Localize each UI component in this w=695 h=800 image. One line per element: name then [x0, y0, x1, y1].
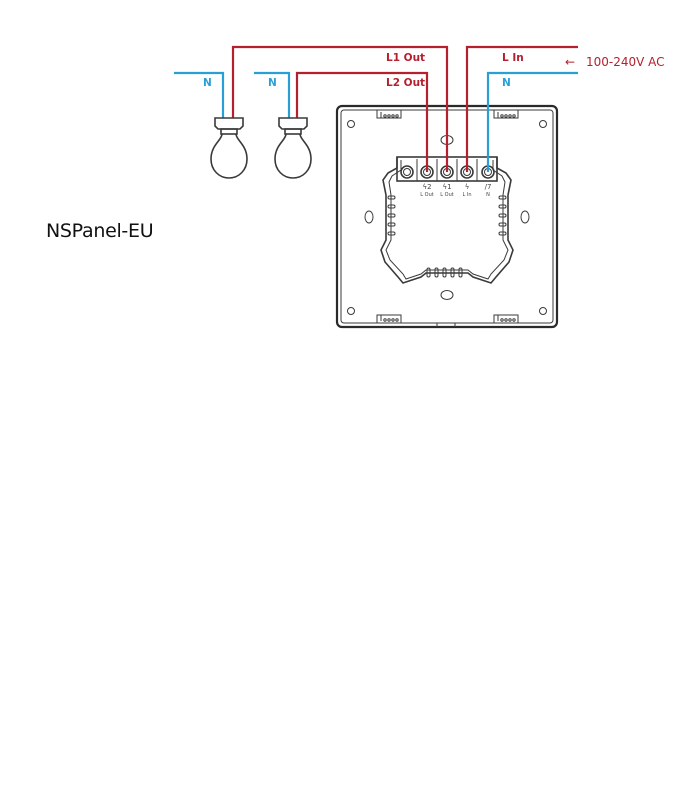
terminal-symbol: /7	[485, 183, 492, 191]
light-bulb-icon	[274, 117, 312, 179]
mounting-clip	[493, 314, 519, 324]
wire-l-in	[465, 45, 578, 172]
light-bulb-icon	[210, 117, 248, 179]
arrow-left-icon: ←	[565, 55, 575, 69]
screw-hole-icon	[539, 120, 547, 128]
wire-n-bulb1	[174, 71, 225, 118]
label-n-bulb2: N	[268, 77, 277, 89]
terminal-0	[400, 165, 414, 179]
screw-hole-icon	[539, 307, 547, 315]
mounting-clip	[376, 109, 402, 119]
screw-hole-icon	[347, 120, 355, 128]
terminal-symbol: ϟ2	[422, 183, 431, 191]
wire-l2-out	[295, 71, 429, 172]
terminal-label: N	[486, 192, 490, 198]
mounting-clip	[376, 314, 402, 324]
label-n-bulb1: N	[203, 77, 212, 89]
mounting-slot	[364, 210, 374, 224]
wire-n-bulb2	[254, 71, 291, 118]
terminal-symbol: ϟ1	[442, 183, 451, 191]
label-n-supply: N	[502, 77, 511, 89]
screw-hole-icon	[347, 307, 355, 315]
terminal-label: L Out	[440, 192, 453, 198]
housing-ribs-left	[387, 195, 396, 236]
wire-n-supply	[486, 71, 578, 172]
mounting-slot	[440, 290, 454, 300]
terminal-label: L In	[462, 192, 471, 198]
device-title: NSPanel-EU	[46, 220, 154, 242]
mounting-clip	[493, 109, 519, 119]
label-l-in: L In	[502, 52, 524, 64]
housing-ribs-bottom	[426, 267, 463, 278]
label-l2-out: L2 Out	[386, 77, 425, 89]
housing-ribs-right	[498, 195, 507, 236]
mounting-slot	[520, 210, 530, 224]
supply-voltage-label: 100-240V AC	[586, 55, 665, 69]
wire-l1-out	[231, 45, 449, 172]
label-l1-out: L1 Out	[386, 52, 425, 64]
terminal-symbol: ϟ	[465, 183, 470, 191]
terminal-label: L Out	[420, 192, 433, 198]
